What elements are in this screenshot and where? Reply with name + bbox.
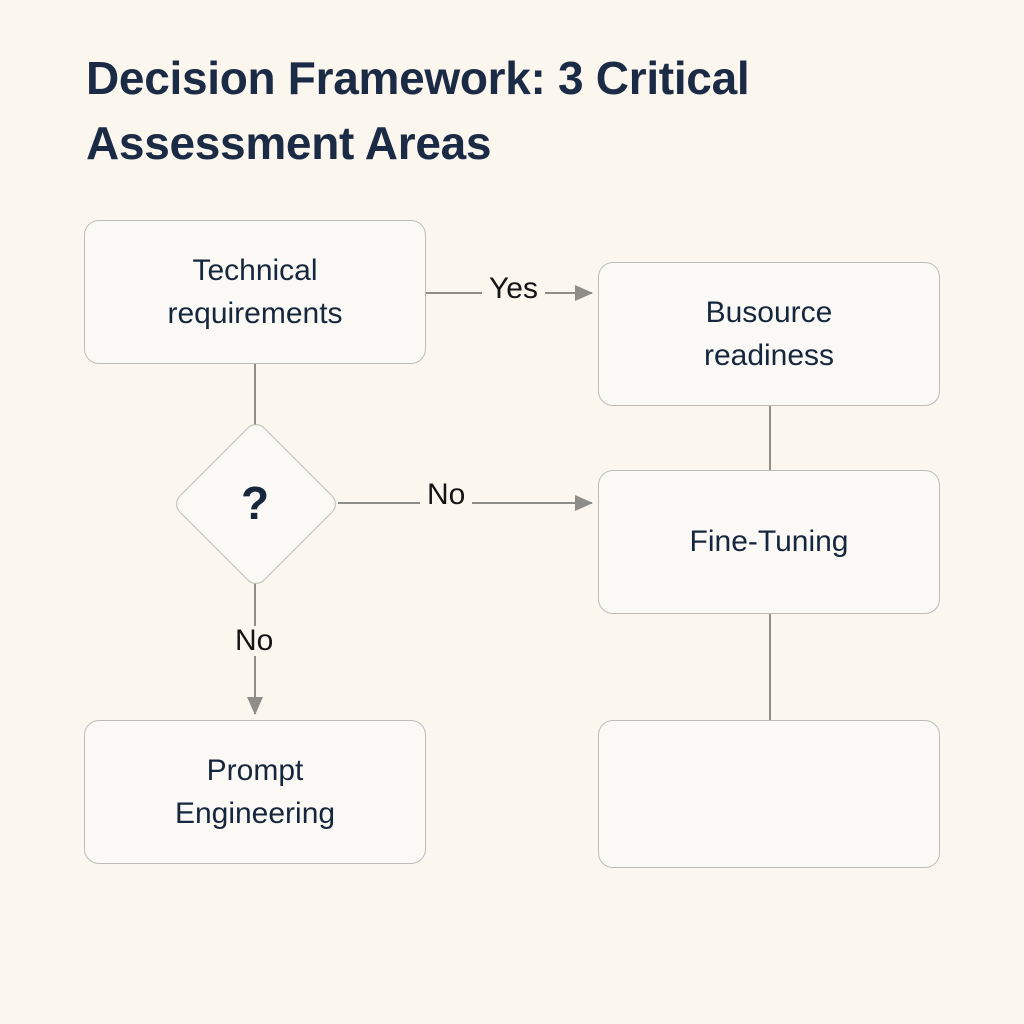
node-fine-tuning[interactable]: Fine-Tuning — [598, 470, 940, 614]
node-technical-requirements[interactable]: Technical requirements — [84, 220, 426, 364]
node-business-line2: readiness — [703, 339, 835, 372]
node-technical-line1: Technical — [192, 253, 318, 287]
node-technical-line2: requirements — [167, 297, 343, 330]
node-empty[interactable] — [598, 720, 940, 868]
node-prompt-line2: Engineering — [174, 797, 336, 830]
node-busource-readiness-label: Busource readiness — [704, 291, 834, 378]
node-decision-label: ? — [240, 477, 270, 529]
edge-label-yes: Yes — [482, 274, 545, 304]
node-fine-tuning-label: Fine-Tuning — [689, 525, 849, 559]
node-business-line1: Busource — [705, 295, 833, 329]
node-technical-requirements-label: Technical requirements — [167, 249, 342, 336]
node-prompt-line1: Prompt — [206, 753, 304, 787]
node-prompt-engineering-label: Prompt Engineering — [175, 749, 335, 836]
page-title: Decision Framework: 3 Critical Assessmen… — [86, 52, 750, 170]
edge-label-no-horizontal: No — [420, 480, 473, 510]
edge-label-no-vertical: No — [228, 626, 281, 656]
node-prompt-engineering[interactable]: Prompt Engineering — [84, 720, 426, 864]
node-busource-readiness[interactable]: Busource readiness — [598, 262, 940, 406]
